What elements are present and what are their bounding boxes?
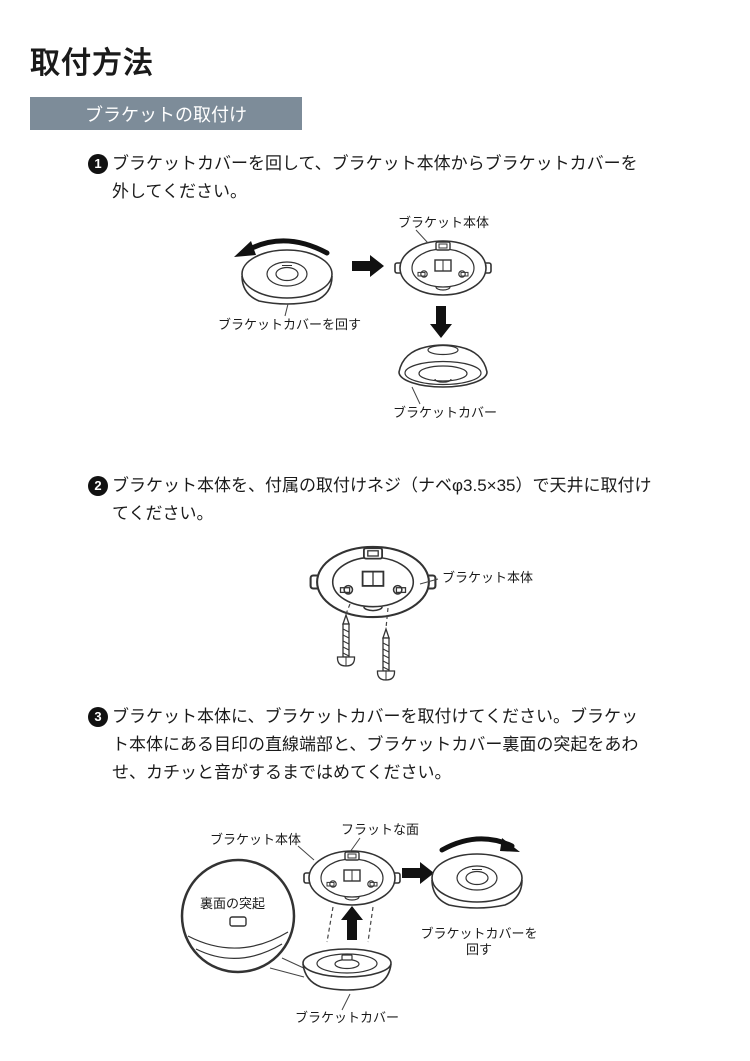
bracket-cover-drawing <box>398 344 488 388</box>
step-1-illustration: ブラケット本体 ブラケットカバーを回す ブラケットカバー <box>30 213 720 431</box>
step-3-text: 3 ブラケット本体に、ブラケットカバーを取付けてください。ブラケット本体にある目… <box>88 703 652 787</box>
label-turn-cover: ブラケットカバーを回す <box>218 317 362 332</box>
alignment-dash-right <box>367 906 374 943</box>
label-bracket-cover: ブラケットカバー <box>393 405 498 420</box>
step-3-instruction: ブラケット本体に、ブラケットカバーを取付けてください。ブラケット本体にある目印の… <box>112 707 639 782</box>
right-arrow-icon <box>352 255 384 277</box>
mounting-screw-right-drawing <box>376 628 396 681</box>
screw-alignment-dash-right <box>385 607 389 629</box>
label-flat-surface: フラットな面 <box>341 822 420 837</box>
label-bracket-body: ブラケット本体 <box>398 215 490 230</box>
label-bracket-body: ブラケット本体 <box>210 832 302 847</box>
bracket-body-drawing <box>303 850 401 906</box>
rotate-counterclockwise-arrow-icon <box>234 238 330 257</box>
step-3-illustration: ブラケット本体 フラットな面 裏面の突起 ブラケットカバー ブラケットカバーを回… <box>30 820 720 1058</box>
step-2-text: 2 ブラケット本体を、付属の取付けネジ（ナベφ3.5×35）で天井に取付けてくだ… <box>88 472 652 528</box>
screw-alignment-dash-left <box>345 603 351 615</box>
turn-cover-leader-line <box>284 303 289 317</box>
step-2-illustration: ブラケット本体 <box>30 538 720 688</box>
assembled-bracket-drawing <box>431 853 523 909</box>
step-2-number: 2 <box>88 476 108 496</box>
right-arrow-icon <box>402 862 434 884</box>
section-header: ブラケットの取付け <box>30 97 302 130</box>
bracket-body-leader-line <box>419 578 439 585</box>
step-1-instruction: ブラケットカバーを回して、ブラケット本体からブラケットカバーを外してください。 <box>112 154 638 201</box>
protrusion-detail <box>229 916 247 927</box>
mounting-screw-left-drawing <box>336 614 356 667</box>
down-arrow-icon <box>430 306 452 338</box>
bracket-cover-drawing <box>302 948 392 991</box>
bracket-cover-top-view-drawing <box>241 249 333 305</box>
bracket-body-drawing <box>394 240 492 296</box>
bracket-body-leader-line <box>297 845 315 861</box>
label-bracket-body: ブラケット本体 <box>442 570 534 585</box>
step-2-instruction: ブラケット本体を、付属の取付けネジ（ナベφ3.5×35）で天井に取付けてください… <box>112 476 652 523</box>
section-header-label: ブラケットの取付け <box>85 104 247 125</box>
back-protrusion-magnifier <box>180 858 309 978</box>
step-1-number: 1 <box>88 154 108 174</box>
step-1-text: 1 ブラケットカバーを回して、ブラケット本体からブラケットカバーを外してください… <box>88 150 652 206</box>
label-back-protrusion: 裏面の突起 <box>200 896 266 911</box>
bracket-body-drawing <box>309 545 437 619</box>
label-turn-cover: ブラケットカバーを回す <box>420 926 538 957</box>
alignment-dash-left <box>326 906 334 943</box>
page-title: 取付方法 <box>30 47 154 80</box>
bracket-cover-leader-line <box>341 993 351 1011</box>
label-bracket-cover: ブラケットカバー <box>295 1010 400 1025</box>
up-arrow-icon <box>341 906 363 940</box>
flat-surface-leader-line <box>349 837 361 853</box>
step-3-number: 3 <box>88 707 108 727</box>
bracket-body-leader-line <box>415 229 429 244</box>
rotate-clockwise-arrow-icon <box>439 836 520 853</box>
bracket-cover-leader-line <box>411 386 421 405</box>
